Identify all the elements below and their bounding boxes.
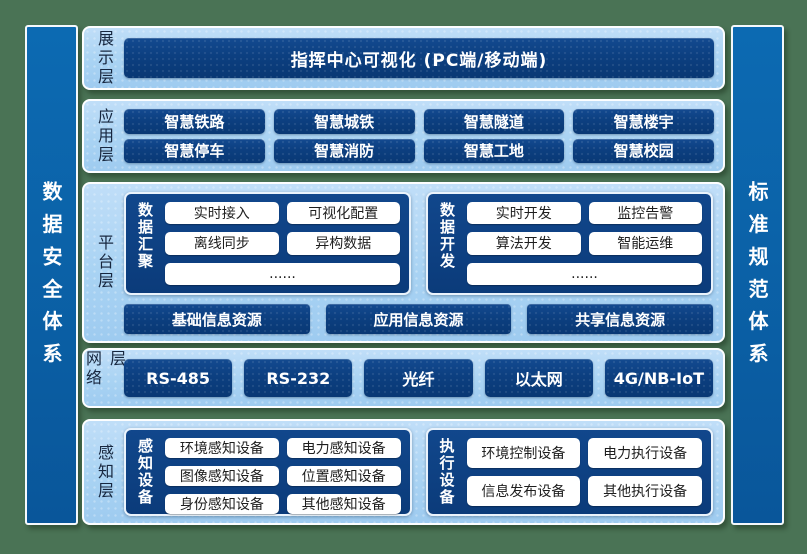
resource-block: 应用信息资源	[325, 304, 512, 334]
group-data-aggregation-label: 数据汇聚	[136, 202, 154, 270]
perception-layer-content: 感知设备 环境感知设备 电力感知设备 图像感知设备 位置感知设备 身份感知设备 …	[124, 421, 723, 523]
function-block: 实时开发	[467, 202, 581, 225]
network-protocol-block: 以太网	[484, 359, 593, 397]
layer-label-network: 网络层	[83, 350, 126, 388]
application-scenario-block: 智慧楼宇	[573, 109, 714, 134]
application-scenario-block: 智慧铁路	[124, 109, 265, 134]
device-block: 其他感知设备	[286, 494, 401, 514]
layer-panel-platform: 平台层 数据汇聚 实时接入 可视化配置 离线同步 异构数据 ...... 数据开…	[82, 182, 725, 343]
device-block: 信息发布设备	[466, 476, 581, 506]
network-protocol-block: RS-485	[124, 359, 233, 397]
application-scenario-block: 智慧工地	[423, 138, 565, 163]
function-block: 异构数据	[286, 232, 400, 255]
function-block: 监控告警	[588, 202, 702, 225]
device-block: 其他执行设备	[588, 476, 702, 506]
information-resources-row: 基础信息资源 应用信息资源 共享信息资源	[124, 304, 713, 334]
network-protocol-block: RS-232	[244, 359, 353, 397]
layer-label-perception: 感知层	[95, 443, 114, 501]
group-data-development: 数据开发 实时开发 监控告警 算法开发 智能运维 ......	[426, 192, 713, 295]
layer-panel-network: 网络层 RS-485 RS-232 光纤 以太网 4G/NB-IoT	[82, 348, 725, 408]
device-block: 位置感知设备	[286, 466, 401, 486]
group-perception-devices: 感知设备 环境感知设备 电力感知设备 图像感知设备 位置感知设备 身份感知设备 …	[124, 428, 412, 516]
function-block: 智能运维	[588, 232, 702, 255]
group-perception-devices-label: 感知设备	[136, 438, 154, 506]
function-block: 算法开发	[467, 232, 581, 255]
layer-panel-application: 应用层 智慧铁路 智慧城铁 智慧隧道 智慧楼宇 智慧停车 智慧消防 智慧工地 智…	[82, 99, 725, 173]
ellipsis-block: ......	[165, 262, 400, 285]
device-block: 环境控制设备	[466, 438, 581, 468]
device-block: 电力感知设备	[286, 438, 401, 458]
data-development-grid: 实时开发 监控告警 算法开发 智能运维 ......	[467, 202, 702, 285]
platform-layer-content: 数据汇聚 实时接入 可视化配置 离线同步 异构数据 ...... 数据开发 实时…	[124, 184, 723, 341]
application-scenario-block: 智慧消防	[273, 138, 415, 163]
perception-devices-grid: 环境感知设备 电力感知设备 图像感知设备 位置感知设备 身份感知设备 其他感知设…	[165, 438, 401, 514]
network-blocks-grid: RS-485 RS-232 光纤 以太网 4G/NB-IoT	[124, 350, 723, 406]
layer-panel-perception: 感知层 感知设备 环境感知设备 电力感知设备 图像感知设备 位置感知设备 身份感…	[82, 419, 725, 525]
resource-block: 基础信息资源	[124, 304, 310, 334]
group-data-aggregation: 数据汇聚 实时接入 可视化配置 离线同步 异构数据 ......	[124, 192, 411, 295]
display-layer-content: 指挥中心可视化 (PC端/移动端)	[124, 28, 723, 88]
application-scenario-block: 智慧城铁	[273, 109, 415, 134]
application-scenario-block: 智慧校园	[573, 138, 714, 163]
function-block: 可视化配置	[286, 202, 400, 225]
pillar-standard-specification-label: 标准规范体系	[745, 180, 769, 376]
group-execution-devices: 执行设备 环境控制设备 电力执行设备 信息发布设备 其他执行设备	[425, 428, 713, 516]
resource-block: 共享信息资源	[527, 304, 713, 334]
function-block: 离线同步	[165, 232, 279, 255]
device-block: 身份感知设备	[165, 494, 279, 514]
layer-panel-display: 展示层 指挥中心可视化 (PC端/移动端)	[82, 26, 725, 90]
application-scenario-block: 智慧停车	[124, 138, 265, 163]
device-block: 图像感知设备	[165, 466, 279, 486]
pillar-data-security-system: 数据安全体系	[25, 25, 78, 525]
layer-label-display: 展示层	[95, 29, 114, 87]
device-block: 环境感知设备	[165, 438, 279, 458]
network-protocol-block: 光纤	[364, 359, 473, 397]
application-scenario-block: 智慧隧道	[423, 109, 565, 134]
function-block: 实时接入	[165, 202, 279, 225]
device-block: 电力执行设备	[588, 438, 702, 468]
application-blocks-grid: 智慧铁路 智慧城铁 智慧隧道 智慧楼宇 智慧停车 智慧消防 智慧工地 智慧校园	[124, 101, 723, 171]
network-protocol-block: 4G/NB-IoT	[604, 359, 713, 397]
pillar-standard-specification-system: 标准规范体系	[731, 25, 784, 525]
pillar-data-security-label: 数据安全体系	[39, 180, 63, 376]
layer-label-platform: 平台层	[95, 234, 114, 291]
platform-groups-row: 数据汇聚 实时接入 可视化配置 离线同步 异构数据 ...... 数据开发 实时…	[124, 192, 713, 295]
group-data-development-label: 数据开发	[438, 202, 456, 270]
ellipsis-block: ......	[467, 262, 702, 285]
command-center-visualization-block: 指挥中心可视化 (PC端/移动端)	[124, 38, 714, 78]
data-aggregation-grid: 实时接入 可视化配置 离线同步 异构数据 ......	[165, 202, 400, 285]
group-execution-devices-label: 执行设备	[437, 438, 456, 506]
layer-label-application: 应用层	[95, 107, 114, 165]
execution-devices-grid: 环境控制设备 电力执行设备 信息发布设备 其他执行设备	[466, 438, 702, 506]
